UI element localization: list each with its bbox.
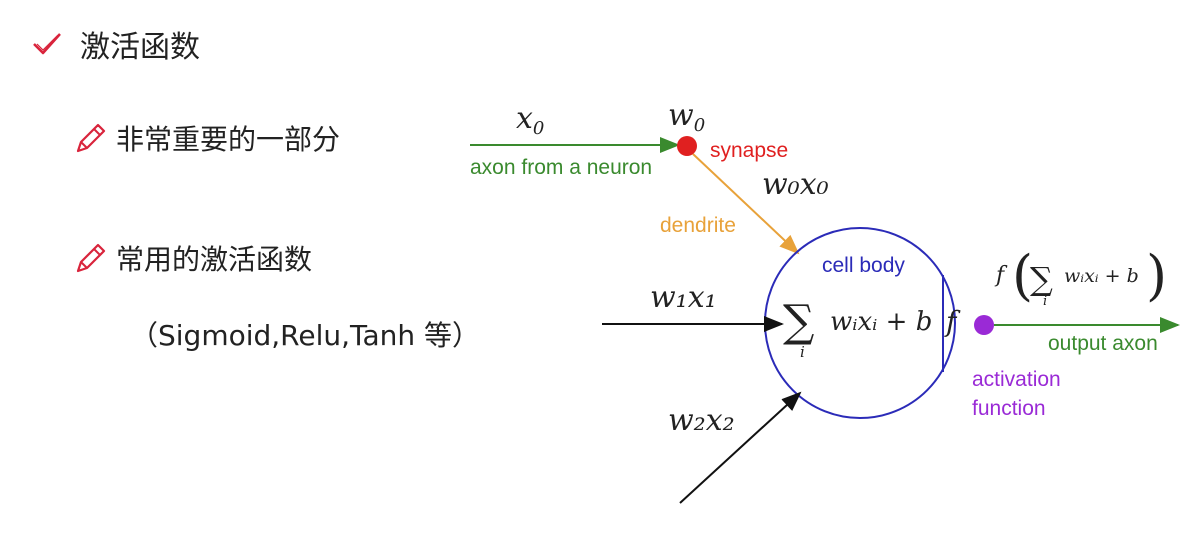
heading-title: 激活函数	[80, 30, 200, 65]
synapse-dot	[677, 136, 697, 156]
w0-label: w0	[668, 98, 705, 136]
f-symbol: f	[944, 305, 961, 338]
output-sum-symbol: ∑	[1030, 260, 1053, 298]
output-axon-label: output axon	[1048, 332, 1158, 355]
section-heading: 激活函数	[32, 22, 200, 66]
x0-label: x0	[516, 101, 544, 139]
w0x0-label: w₀x₀	[762, 167, 829, 202]
pencil-icon	[76, 123, 106, 153]
bullet-important: 非常重要的一部分	[74, 118, 340, 158]
bullet-common-activations: 常用的激活函数	[74, 238, 312, 278]
dendrite-label: dendrite	[660, 214, 736, 237]
input2-line	[679, 391, 802, 504]
sum-symbol: ∑	[783, 296, 814, 347]
dendrite-line	[692, 153, 800, 255]
synapse-label: synapse	[710, 139, 788, 162]
pencil-icon	[76, 243, 106, 273]
sum-expression: wᵢxᵢ + b	[830, 307, 932, 337]
axon-label: axon from a neuron	[470, 156, 652, 179]
w1x1-label: w₁x₁	[650, 280, 717, 315]
output-sum-index: i	[1043, 294, 1047, 309]
w2x2-label: w₂x₂	[668, 403, 735, 438]
activation-dot	[974, 315, 994, 335]
function-label: function	[972, 397, 1046, 420]
output-expression: wᵢxᵢ + b	[1064, 265, 1139, 287]
bullet-text: 常用的激活函数	[116, 243, 313, 276]
activation-label: activation	[972, 368, 1061, 391]
bullet-text: 非常重要的一部分	[116, 123, 341, 156]
activation-examples: （Sigmoid,Relu,Tanh 等）	[130, 319, 481, 352]
output-paren-right: )	[1146, 244, 1167, 307]
output-f: f	[994, 263, 1008, 288]
check-icon	[33, 33, 61, 55]
sum-index: i	[800, 343, 805, 361]
cell-body-label: cell body	[822, 254, 905, 277]
output-paren-left: (	[1012, 244, 1033, 307]
